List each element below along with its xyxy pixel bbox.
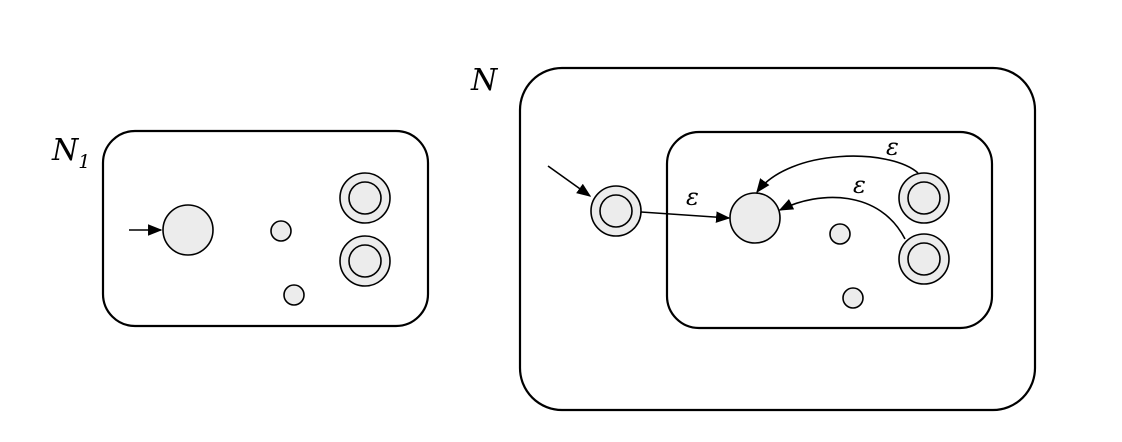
epsilon-label-upper: ε <box>886 133 899 161</box>
epsilon-edge-upper <box>756 155 919 194</box>
inner-state-small-1 <box>829 223 851 245</box>
left-automaton-box <box>101 129 430 328</box>
epsilon-edge-start <box>640 211 731 223</box>
inner-start-state <box>729 192 781 244</box>
inner-accept-state-2 <box>898 233 950 285</box>
right-automaton-label: N <box>470 63 499 98</box>
new-start-state <box>590 185 642 237</box>
left-start-state <box>162 204 214 256</box>
left-accept-state-1 <box>339 172 391 224</box>
inner-automaton-box <box>665 130 994 330</box>
epsilon-label-start: ε <box>686 183 699 211</box>
outer-automaton-box <box>518 66 1037 412</box>
left-accept-state-2 <box>339 235 391 287</box>
left-state-small-1 <box>270 220 292 242</box>
left-state-small-2 <box>283 284 305 306</box>
epsilon-label-lower: ε <box>853 171 866 199</box>
right-automaton: N ε ε ε <box>470 63 1037 412</box>
left-automaton: N1 <box>51 129 430 328</box>
inner-accept-state-1 <box>898 172 950 224</box>
inner-state-small-2 <box>842 287 864 309</box>
left-automaton-label: N1 <box>51 133 90 173</box>
epsilon-edge-lower <box>778 196 906 240</box>
new-start-arrow <box>547 165 592 197</box>
